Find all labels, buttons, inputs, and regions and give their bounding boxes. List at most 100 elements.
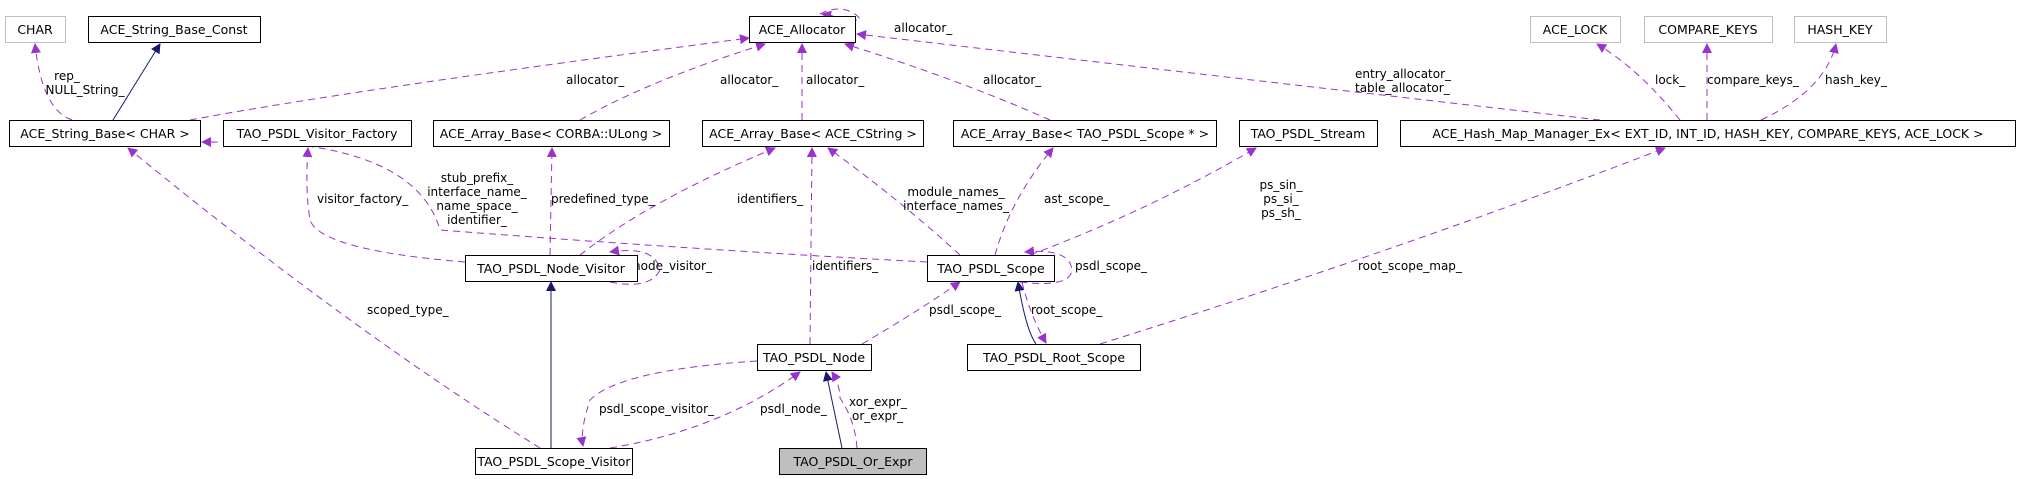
node-label: TAO_PSDL_Node [762,350,865,365]
label-psdl-scope-self: psdl_scope_ [1075,259,1148,273]
node-tao-psdl-stream[interactable]: TAO_PSDL_Stream [1239,120,1378,147]
label-allocator-self: allocator_ [894,21,953,35]
edge-string-base-to-allocator [189,34,750,121]
label-ps-sin: ps_sin_ [1259,178,1303,192]
node-label: TAO_PSDL_Stream [1250,126,1366,141]
edge-array-scope-to-allocator [844,41,1051,121]
edge-hash-map-to-hash-key [1760,43,1839,121]
node-label: TAO_PSDL_Node_Visitor [476,261,626,276]
label-allocator-ulong: allocator_ [720,73,779,87]
edge-scope-self [1019,246,1073,284]
node-char: CHAR [5,16,66,43]
node-ace-allocator[interactable]: ACE_Allocator [749,16,856,43]
node-compare-keys: COMPARE_KEYS [1644,16,1773,43]
node-tao-psdl-node-visitor[interactable]: TAO_PSDL_Node_Visitor [465,255,638,282]
node-ace-string-base-const[interactable]: ACE_String_Base_Const [88,16,261,43]
node-ace-hash-map-manager-ex[interactable]: ACE_Hash_Map_Manager_Ex< EXT_ID, INT_ID,… [1400,120,2016,147]
label-node-visitor: node_visitor_ [633,259,713,273]
label-ast-scope: ast_scope_ [1044,192,1111,206]
node-hash-key: HASH_KEY [1794,16,1887,43]
node-label: HASH_KEY [1807,22,1873,37]
edge-hash-map-to-allocator [856,30,1601,121]
edge-node-to-cstring-identifiers [806,147,817,345]
label-identifiers-node: identifiers_ [812,259,879,273]
edge-or-expr-inherits-node [822,371,843,449]
label-allocator-string: allocator_ [566,73,625,87]
label-module-names: module_names_ [907,185,1005,199]
node-label: ACE_Hash_Map_Manager_Ex< EXT_ID, INT_ID,… [1432,126,1983,141]
edge-root-scope-inherits-scope [1014,281,1037,345]
edge-labels: rep_ NULL_String_ allocator_ allocator_ … [46,21,1888,423]
label-identifier: identifier_ [447,213,508,227]
node-tao-psdl-root-scope[interactable]: TAO_PSDL_Root_Scope [967,344,1141,371]
node-ace-lock: ACE_LOCK [1530,16,1621,43]
label-root-scope-map: root_scope_map_ [1358,259,1463,273]
label-xor-expr: xor_expr_ [849,395,908,409]
node-label: COMPARE_KEYS [1658,22,1757,37]
node-label: ACE_Allocator [759,22,846,37]
node-tao-psdl-scope[interactable]: TAO_PSDL_Scope [927,255,1055,282]
edge-node-visitor-identifiers [579,146,776,256]
edge-ulong-to-allocator [579,41,766,121]
node-label: TAO_PSDL_Or_Expr [793,454,914,469]
edge-scope-visitor-to-string-base [127,147,541,449]
edge-hash-map-to-lock [1596,43,1681,121]
edges [30,8,1839,449]
node-label: ACE_Array_Base< CORBA::ULong > [440,126,662,141]
node-label: CHAR [17,22,53,37]
node-label: TAO_PSDL_Root_Scope [982,350,1125,365]
node-ace-array-base-ulong[interactable]: ACE_Array_Base< CORBA::ULong > [433,120,670,147]
label-psdl-node: psdl_node_ [760,402,828,416]
edge-scope-to-array-scope [994,147,1054,256]
label-interface-names: interface_names_ [903,199,1010,213]
node-tao-psdl-visitor-factory[interactable]: TAO_PSDL_Visitor_Factory [223,120,412,147]
edge-node-to-scope [861,281,961,345]
node-label: TAO_PSDL_Scope_Visitor [476,454,631,469]
label-table-allocator: table_allocator_ [1355,81,1451,95]
label-allocator-cstring: allocator_ [806,73,865,87]
label-lock: lock_ [1655,73,1686,87]
edge-scope-visitor-to-node [609,371,801,449]
label-name-space: name_space_ [436,199,518,213]
node-ace-array-base-cstring[interactable]: ACE_Array_Base< ACE_CString > [702,120,924,147]
edge-node-visitor-predefined-type [546,147,557,256]
label-hash-key: hash_key_ [1825,73,1888,87]
label-visitor-factory: visitor_factory_ [317,192,409,206]
label-psdl-scope-node: psdl_scope_ [929,303,1002,317]
label-entry-allocator: entry_allocator_ [1355,67,1452,81]
node-label: ACE_String_Base_Const [100,22,247,37]
node-ace-array-base-scope-ptr[interactable]: ACE_Array_Base< TAO_PSDL_Scope * > [953,120,1217,147]
node-tao-psdl-scope-visitor[interactable]: TAO_PSDL_Scope_Visitor [475,448,633,475]
node-label: ACE_LOCK [1543,22,1608,37]
node-label: ACE_Array_Base< TAO_PSDL_Scope * > [961,126,1209,141]
label-null-string: NULL_String_ [46,83,126,97]
edge-node-to-scope-visitor [576,360,758,447]
label-ps-sh: ps_sh_ [1261,206,1302,220]
node-ace-string-base-char[interactable]: ACE_String_Base< CHAR > [9,120,201,147]
node-tao-psdl-or-expr: TAO_PSDL_Or_Expr [779,448,927,475]
edge-scope-to-root-scope [1021,281,1047,344]
edge-or-expr-to-node [831,371,858,449]
label-scoped-type: scoped_type_ [367,303,450,317]
label-allocator-scope: allocator_ [983,73,1042,87]
edge-root-scope-to-hash-map [1099,146,1666,345]
edge-scope-to-stream [1029,147,1257,256]
label-or-expr: or_expr_ [852,409,904,423]
edge-string-base-to-char [30,43,73,121]
edge-allocator-self [819,8,861,21]
node-tao-psdl-node[interactable]: TAO_PSDL_Node [757,344,872,371]
label-identifiers-top: identifiers_ [737,192,804,206]
label-psdl-scope-visitor: psdl_scope_visitor_ [599,402,715,416]
node-label: ACE_String_Base< CHAR > [20,126,189,141]
edge-visitor-factory-member [302,147,466,263]
edge-string-base-inherits-const [112,43,161,121]
label-stub-prefix: stub_prefix_ [441,171,515,185]
label-ps-si: ps_si_ [1263,192,1299,206]
label-root-scope: root_scope_ [1031,303,1103,317]
label-compare-keys: compare_keys_ [1707,73,1800,87]
edge-scope-to-cstring [827,147,961,256]
node-label: TAO_PSDL_Scope [936,261,1045,276]
nodes: CHAR ACE_String_Base_Const ACE_Allocator… [5,16,2016,475]
node-label: TAO_PSDL_Visitor_Factory [236,126,398,141]
